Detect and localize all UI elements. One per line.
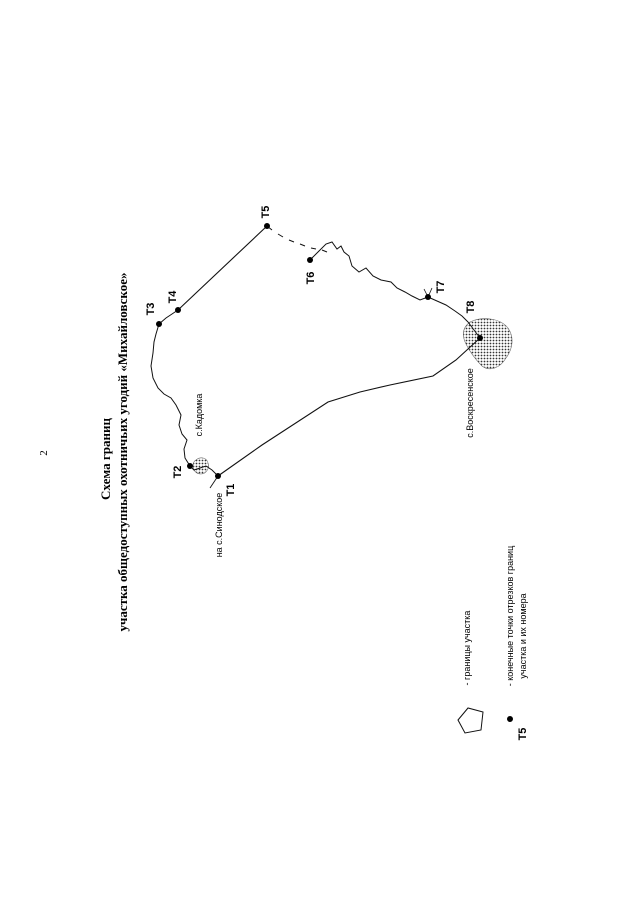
settlement-voskresenskoe (463, 318, 513, 370)
boundary-t1-t2 (189, 465, 219, 477)
boundary-point-t3 (156, 321, 162, 327)
page-number: 2 (38, 450, 50, 456)
point-label-t7: Т7 (435, 281, 447, 294)
point-label-t4: Т4 (167, 290, 179, 304)
boundary-point-t8 (477, 335, 483, 341)
boundary-point-t7 (425, 294, 431, 300)
boundary-point-t1 (215, 473, 221, 479)
point-label-t8: Т8 (465, 301, 477, 314)
legend-point-symbol-icon (507, 716, 513, 722)
boundary-t6-t7 (309, 241, 429, 301)
page-subtitle: участка общедоступных охотничьих угодий … (115, 273, 130, 632)
place-label-sinodskoe: на с.Синодское (214, 493, 224, 558)
point-label-t3: Т3 (145, 303, 157, 316)
boundary-t8-t1 (217, 337, 481, 477)
legend-point-label-line1: - конечные точки отрезков границ (505, 546, 515, 686)
boundary-t2-t3 (150, 323, 191, 467)
boundary-t4-t5 (177, 225, 268, 311)
place-label-kadomka: с.Кадомка (194, 394, 204, 437)
point-label-t6: Т6 (305, 272, 317, 285)
legend-point-label-line2: участка и их номера (518, 593, 528, 678)
boundary-point-t6 (307, 257, 313, 263)
boundary-t5-t6 (266, 225, 328, 253)
legend-point-symbol-label: Т5 (517, 728, 529, 741)
boundary-point-t4 (175, 307, 181, 313)
legend-boundary-pentagon-icon (457, 707, 484, 734)
boundary-point-t5 (264, 223, 270, 229)
boundary-t7-t8 (427, 296, 481, 339)
place-label-voskresenskoe: с.Воскресенское (465, 368, 475, 437)
point-label-t5: Т5 (260, 206, 272, 219)
boundary-point-t2 (187, 463, 193, 469)
point-label-t1: Т1 (225, 484, 237, 497)
point-label-t2: Т2 (172, 466, 184, 479)
page-title: Схема границ (98, 418, 113, 500)
legend-boundary-label: - границы участка (462, 611, 472, 686)
settlement-kadomka (192, 457, 209, 475)
boundary-t3-t4 (158, 309, 179, 325)
